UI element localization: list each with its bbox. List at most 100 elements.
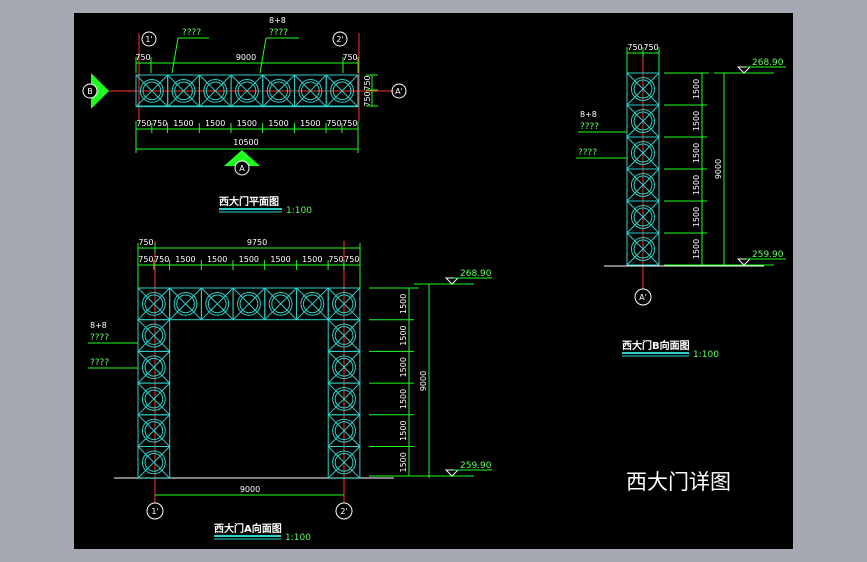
plan-view: 1' 2' B A' A ???? 8+8 [82,16,407,216]
elev-a-dim-right-label: 1500 [399,452,408,472]
elev-b-dim-top-0: 750 [627,43,642,52]
elev-b-dim-right-label: 1500 [692,175,701,195]
plan-dim-bottom-label: 750 [152,119,167,128]
elev-a-cell [137,287,171,321]
plan-title: 西大门平面图 [219,195,279,208]
plan-dim-bottom-label: 750 [326,119,341,128]
elev-a-title: 西大门A向面图 [214,522,282,535]
plan-cell [294,74,327,108]
elev-b-cell [626,232,660,266]
svg-text:A: A [239,164,245,173]
elev-b-dim-right-label: 1500 [692,207,701,227]
sheet-title: 西大门详图 [626,470,731,494]
elev-a-dim-top-1: 9750 [247,238,267,247]
elev-a-dim-right-label: 1500 [399,389,408,409]
elev-a-cell [137,350,171,384]
elev-a-cell [137,446,171,479]
plan-dims-bottom [135,121,359,153]
svg-text:????: ???? [90,333,109,343]
elev-b-dim-height: 9000 [714,159,723,179]
plan-dim-top-2: 750 [342,53,357,62]
plan-dim-bottom-label: 750 [342,119,357,128]
plan-scale: 1:100 [286,206,312,216]
cad-drawing-viewport[interactable]: 1' 2' B A' A ???? 8+8 [74,13,793,549]
svg-text:259.90: 259.90 [752,250,784,260]
elev-a-cell [137,319,171,352]
plan-axis-bubble-a-bottom: A [224,150,260,176]
svg-text:????: ???? [580,122,599,132]
svg-text:????: ???? [578,148,597,158]
elev-a-dim-right-label: 1500 [399,420,408,440]
elev-a-cell [327,319,361,352]
elev-b-dim-right-label: 1500 [692,79,701,99]
plan-axis-bubble-1: 1' [141,31,157,47]
elev-a-dim-top-0: 750 [138,238,153,247]
elev-a-dim-row2-label: 1500 [207,255,227,264]
svg-text:2': 2' [340,507,347,516]
elev-a-truss-frame [137,287,361,479]
elev-a-dim-row2-label: 750 [138,255,153,264]
plan-dim-bottom-label: 1500 [300,119,320,128]
plan-dim-bottom-label: 1500 [268,119,288,128]
elev-b-dim-top-1: 750 [643,43,658,52]
elev-a-cell [327,350,361,384]
elev-a-cell [327,414,361,447]
elev-b-level-top: 268.90 [736,58,786,74]
elev-a-level-top: 268.90 [444,269,492,285]
elev-a-axis-bubble-2: 2' [335,502,353,520]
plan-axis-bubble-a-right: A' [391,83,407,99]
svg-text:268.90: 268.90 [752,58,784,68]
elev-b-notes: 8+8 ???? ???? [576,110,627,159]
plan-notes: ???? 8+8 ???? [171,16,299,74]
elev-b-cell [626,72,660,106]
plan-dim-top-1: 9000 [236,53,256,62]
svg-text:8+8: 8+8 [580,110,597,119]
elev-a-dims-top [137,243,361,288]
elev-b-level-bottom: 259.90 [736,250,786,266]
elev-a-dim-row2-label: 1500 [270,255,290,264]
elev-a-level-bottom: 259.90 [444,461,492,477]
elev-a-notes: 8+8 ???? ???? [88,321,138,369]
elev-a-axis-bubble-1: 1' [146,502,164,520]
elev-a-cell [327,287,361,321]
plan-dims-top [135,57,359,73]
svg-text:1': 1' [145,35,152,44]
plan-cell [325,74,359,108]
plan-dim-bottom-label: 1500 [173,119,193,128]
plan-cell [262,74,296,108]
elev-a-dim-row2-label: 750 [154,255,169,264]
plan-cell [230,74,264,108]
elev-a-dim-right-label: 1500 [399,357,408,377]
elev-b-title: 西大门B向面图 [622,339,690,352]
elev-a-dim-width-label: 9000 [240,485,260,494]
plan-dims-side [366,74,378,107]
elev-a-cell [327,382,361,416]
plan-dim-bottom-label: 750 [136,119,151,128]
elev-b-cell [626,104,660,138]
svg-text:259.90: 259.90 [460,461,492,471]
elev-a-dim-row2-label: 1500 [239,255,259,264]
svg-text:????: ???? [90,358,109,368]
elev-a-cell [296,287,329,321]
elev-a-cell [264,287,298,321]
svg-text:????: ???? [269,28,288,38]
svg-text:1': 1' [151,507,158,516]
svg-text:2': 2' [336,35,343,44]
elev-a-dim-row2-label: 1500 [175,255,195,264]
elev-a-scale: 1:100 [285,533,311,543]
plan-dim-top-0: 750 [135,53,150,62]
plan-cell [135,74,169,108]
elev-a-dim-row2-label: 750 [344,255,359,264]
elev-b-dim-right-label: 1500 [692,111,701,131]
elev-a-dim-row2-label: 1500 [302,255,322,264]
elev-a-cell [137,414,171,447]
svg-text:????: ???? [182,28,201,38]
elev-b-dims-top [626,47,660,73]
elev-a-cell [169,287,202,321]
